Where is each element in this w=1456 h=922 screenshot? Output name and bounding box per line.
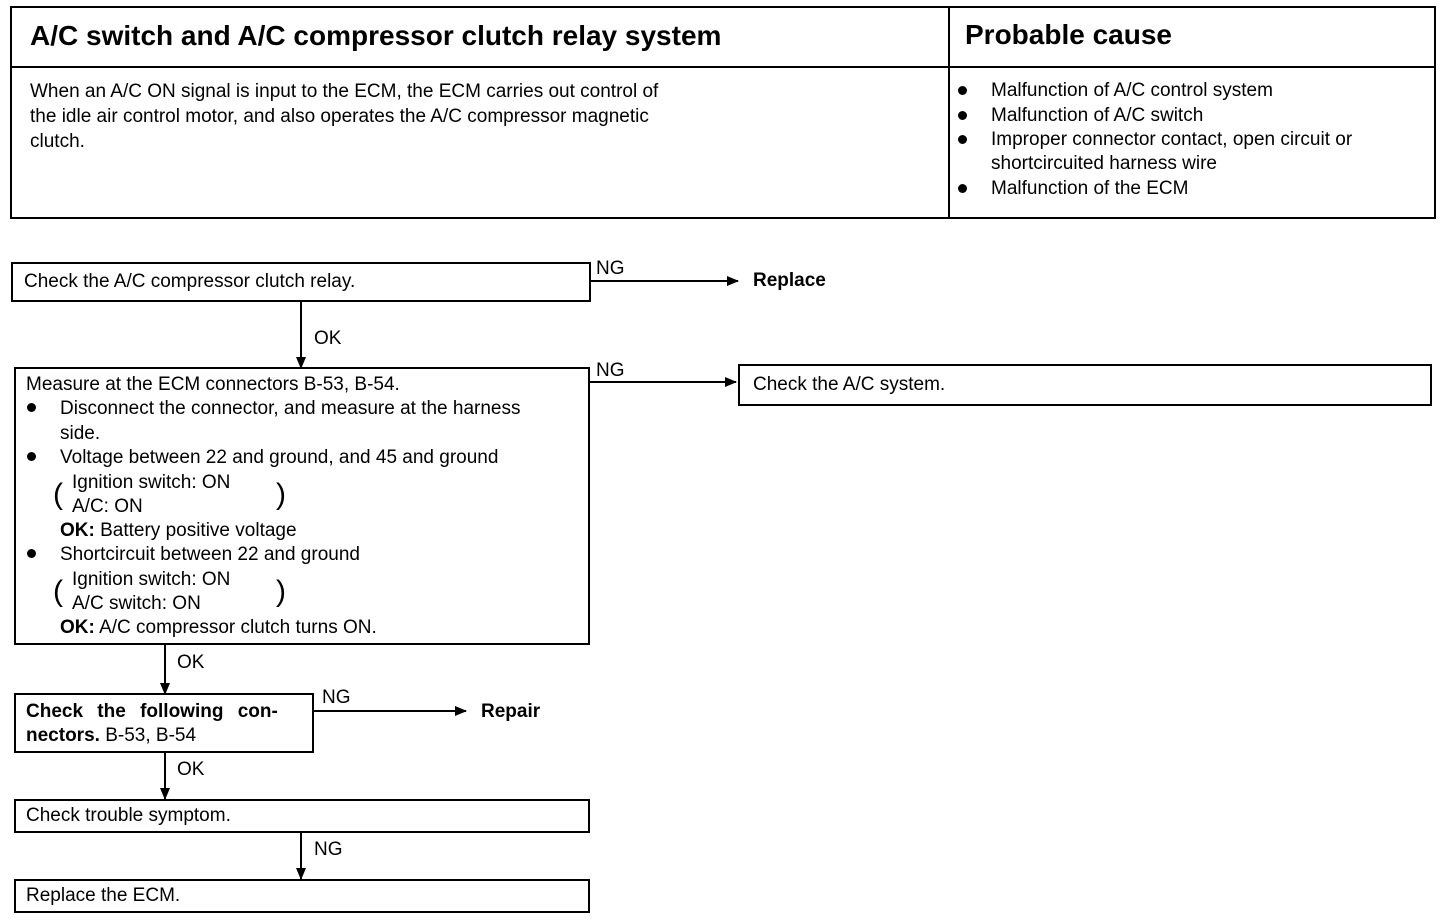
step2-ok-label: OK bbox=[177, 652, 205, 673]
step2-bullet-3 bbox=[27, 549, 36, 558]
step5-box bbox=[14, 879, 590, 913]
table-header-system: A/C switch and A/C compressor clutch rel… bbox=[30, 20, 722, 51]
cause-bullet-4 bbox=[958, 184, 967, 193]
step2-ng-box bbox=[738, 364, 1432, 406]
step2-bullet-2 bbox=[27, 452, 36, 461]
step2-item2-cond1: Ignition switch: ON bbox=[72, 472, 231, 493]
description-line-3: clutch. bbox=[30, 131, 85, 152]
step2-item3-close-paren: ) bbox=[276, 575, 286, 608]
table-header-divider bbox=[10, 66, 1436, 68]
step3-line-2-rest: B-53, B-54 bbox=[99, 725, 197, 746]
step2-item3-cond1: Ignition switch: ON bbox=[72, 569, 231, 590]
cause-item-3-line-2: shortcircuited harness wire bbox=[991, 153, 1217, 174]
step2-item2-ok-value: Battery positive voltage bbox=[100, 520, 297, 541]
cause-bullet-2 bbox=[958, 111, 967, 120]
table-header-probable-cause: Probable cause bbox=[965, 19, 1172, 50]
info-table bbox=[10, 6, 1436, 219]
step3-line-2-bold: nectors. bbox=[26, 725, 100, 746]
step1-text: Check the A/C compressor clutch relay. bbox=[24, 271, 356, 292]
step2-item3-ok: OK: A/C compressor clutch turns ON. bbox=[60, 616, 377, 640]
step4-ng-label: NG bbox=[314, 839, 343, 860]
cause-item-2: Malfunction of A/C switch bbox=[991, 105, 1204, 126]
cause-item-4: Malfunction of the ECM bbox=[991, 178, 1189, 199]
step2-item3-ok-key: OK: bbox=[60, 617, 95, 638]
step2-bullet-1 bbox=[27, 403, 36, 412]
step2-item3-cond2: A/C switch: ON bbox=[72, 593, 201, 614]
description-line-1: When an A/C ON signal is input to the EC… bbox=[30, 81, 659, 102]
step2-item2-ok-key: OK: bbox=[60, 520, 95, 541]
step3-ng-action: Repair bbox=[481, 701, 541, 722]
step1-ng-label: NG bbox=[596, 258, 625, 279]
step3-box bbox=[14, 693, 314, 753]
step1-ok-label: OK bbox=[314, 328, 342, 349]
step2-item2: Voltage between 22 and ground, and 45 an… bbox=[60, 447, 499, 468]
cause-bullet-3 bbox=[958, 135, 967, 144]
table-column-divider bbox=[948, 6, 950, 219]
step2-box bbox=[14, 367, 590, 645]
cause-item-3-line-1: Improper connector contact, open circuit… bbox=[991, 129, 1353, 150]
step3-ng-label: NG bbox=[322, 687, 351, 708]
step3-line-2: nectors. B-53, B-54 bbox=[26, 724, 196, 748]
step2-item2-ok: OK: Battery positive voltage bbox=[60, 519, 297, 543]
description-line-2: the idle air control motor, and also ope… bbox=[30, 106, 649, 127]
step2-ng-label: NG bbox=[596, 360, 625, 381]
step2-item3-ok-value: A/C compressor clutch turns ON. bbox=[99, 617, 377, 638]
step1-ng-action: Replace bbox=[753, 270, 826, 291]
step4-text: Check trouble symptom. bbox=[26, 805, 231, 826]
step4-box bbox=[14, 799, 590, 833]
step3-line-1: Check the following con- bbox=[26, 701, 278, 722]
step2-item1-line2: side. bbox=[60, 423, 101, 444]
step2-item2-cond2: A/C: ON bbox=[72, 496, 143, 517]
step2-item1-line1: Disconnect the connector, and measure at… bbox=[60, 398, 521, 419]
cause-item-1: Malfunction of A/C control system bbox=[991, 80, 1273, 101]
step1-box bbox=[11, 262, 591, 302]
step2-item3: Shortcircuit between 22 and ground bbox=[60, 544, 360, 565]
step2-ng-action: Check the A/C system. bbox=[753, 374, 946, 395]
step3-ok-label: OK bbox=[177, 759, 205, 780]
cause-bullet-1 bbox=[958, 86, 967, 95]
step2-item2-close-paren: ) bbox=[276, 478, 286, 511]
step2-item2-open-paren: ( bbox=[53, 478, 63, 511]
step5-text: Replace the ECM. bbox=[26, 885, 181, 906]
step2-item3-open-paren: ( bbox=[53, 575, 63, 608]
step2-title: Measure at the ECM connectors B-53, B-54… bbox=[26, 374, 400, 395]
